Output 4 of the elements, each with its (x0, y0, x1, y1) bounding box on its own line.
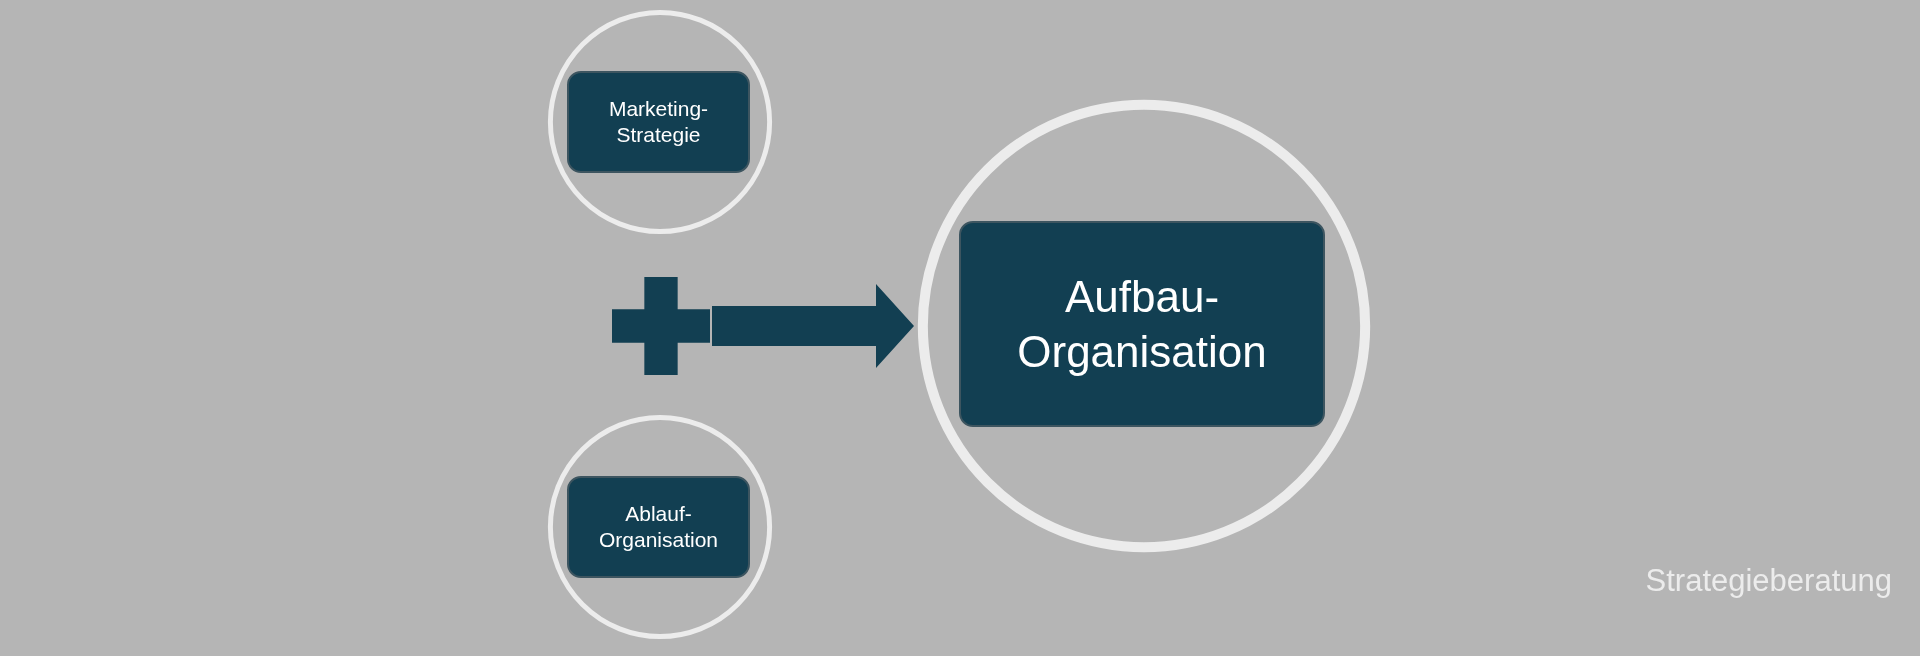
text-box: Ablauf- Organisation (567, 476, 750, 578)
block-arrow (712, 284, 914, 368)
text-box: Marketing- Strategie (567, 71, 750, 173)
text-box: Aufbau- Organisation (959, 221, 1325, 427)
